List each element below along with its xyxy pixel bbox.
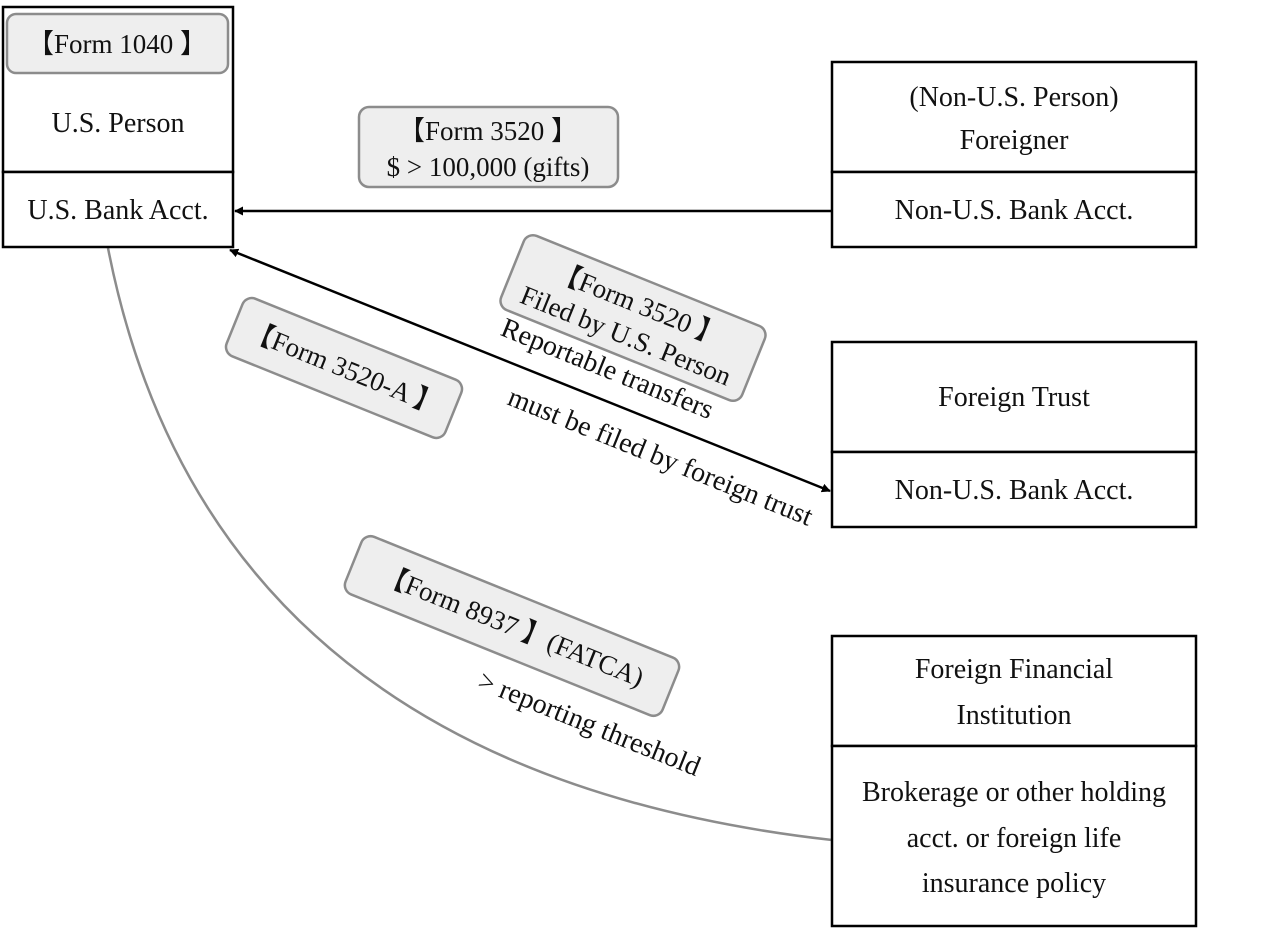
- foreigner-title-line1: (Non-U.S. Person): [909, 82, 1118, 113]
- ffi-title-line2: Institution: [956, 700, 1071, 731]
- foreigner-bank-acct-box: [830, 170, 1198, 249]
- ffi-account-line2: acct. or foreign life: [907, 823, 1122, 854]
- form-3520-gift-tag-box: [357, 105, 620, 189]
- form-3520-gift-tag-line2: $ > 100,000 (gifts): [387, 152, 590, 182]
- ffi-account-line1: Brokerage or other holding: [862, 777, 1166, 808]
- foreigner-node: (Non-U.S. Person) Foreigner Non-U.S. Ban…: [830, 60, 1198, 249]
- form-3520-gift-tag-line1: 【Form 3520 】: [398, 116, 578, 146]
- us-bank-acct-box: [1, 170, 235, 249]
- ffi-node: Foreign Financial Institution Brokerage …: [830, 634, 1198, 928]
- ffi-box: [830, 634, 1198, 748]
- form-3520-transfer-tag-box: [499, 233, 767, 403]
- form-3520-gift-tag: 【Form 3520 】 $ > 100,000 (gifts): [357, 105, 620, 189]
- form-1040-tag: [5, 12, 230, 75]
- us-person-title: U.S. Person: [51, 108, 184, 139]
- form-8937-tag-box: [343, 534, 681, 718]
- trust-transfer-arrow: [229, 248, 831, 493]
- us-person-node: 【Form 1040 】 U.S. Person U.S. Bank Acct.: [1, 5, 235, 249]
- form-1040-label: 【Form 1040 】: [27, 29, 207, 59]
- foreigner-title-line2: Foreigner: [960, 125, 1070, 156]
- ffi-account-box: [830, 744, 1198, 928]
- foreign-trust-bank-acct-box: [830, 450, 1198, 529]
- fatca-curve: [106, 247, 833, 842]
- foreign-trust-box: [830, 340, 1198, 454]
- form-3520a-tag: 【Form 3520-A 】: [224, 296, 464, 440]
- foreigner-bank-acct-label: Non-U.S. Bank Acct.: [895, 195, 1134, 226]
- ffi-title-line1: Foreign Financial: [915, 654, 1114, 685]
- form-3520a-tag-box: [224, 296, 464, 440]
- foreign-trust-title: Foreign Trust: [938, 382, 1090, 413]
- form-8937-tag-label: 【Form 8937 】(FATCA): [376, 559, 648, 692]
- us-bank-acct-label: U.S. Bank Acct.: [27, 195, 208, 226]
- foreign-trust-bank-acct-label: Non-U.S. Bank Acct.: [895, 475, 1134, 506]
- foreigner-box: [830, 60, 1198, 174]
- foreign-trust-node: Foreign Trust Non-U.S. Bank Acct.: [830, 340, 1198, 529]
- ffi-account-line3: insurance policy: [922, 868, 1106, 899]
